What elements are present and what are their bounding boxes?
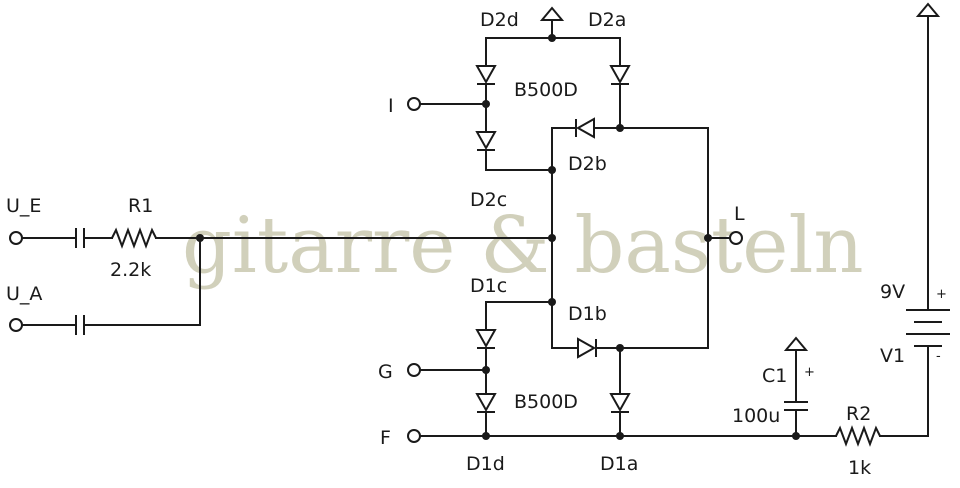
r2-value-label: 1k: [848, 457, 871, 479]
battery-voltage-label: 9V: [880, 281, 905, 303]
bridge-top-label: B500D: [514, 79, 578, 101]
d2a-label: D2a: [588, 9, 626, 31]
bridge-d2: [407, 6, 709, 171]
d2b-diode: [575, 117, 595, 139]
f-terminal[interactable]: [407, 429, 421, 443]
d1b-diode: [577, 337, 597, 359]
d1b-label: D1b: [568, 303, 607, 325]
u-a-label: U_A: [6, 283, 42, 305]
u-e-label: U_E: [6, 195, 41, 217]
d1d-label: D1d: [466, 453, 505, 475]
c1-value-label: 100u: [732, 405, 780, 427]
d2d-label: D2d: [480, 9, 519, 31]
bridge-d1: [407, 301, 837, 443]
c1-plus-label: +: [804, 365, 815, 380]
r1-resistor: [111, 227, 157, 249]
battery-minus-label: -: [936, 349, 941, 364]
d1c-diode: [475, 329, 497, 349]
u-a-terminal[interactable]: [9, 318, 23, 332]
f-label: F: [380, 427, 391, 449]
l-terminal[interactable]: [729, 231, 743, 245]
watermark: gitarre & basteln: [182, 201, 864, 291]
u-e-terminal[interactable]: [9, 231, 23, 245]
ground-symbol-battery: [915, 2, 941, 17]
l-label: L: [734, 203, 745, 225]
d1c-label: D1c: [470, 275, 507, 297]
ground-symbol-top: [539, 6, 565, 21]
center-bus: [548, 127, 743, 349]
d2a-diode: [609, 65, 631, 85]
d2c-label: D2c: [470, 189, 507, 211]
r2-resistor: [835, 425, 881, 447]
r1-label: R1: [128, 195, 153, 217]
input-u-a-line: [9, 237, 201, 335]
i-label: I: [388, 95, 394, 117]
c1-label: C1: [762, 365, 787, 387]
i-terminal[interactable]: [407, 97, 421, 111]
battery-plus-label: +: [936, 287, 947, 302]
g-label: G: [378, 361, 393, 383]
d2b-label: D2b: [568, 153, 607, 175]
r1-value-label: 2.2k: [110, 259, 151, 281]
r2-label: R2: [846, 403, 871, 425]
bridge-bottom-label: B500D: [514, 391, 578, 413]
ground-symbol-c1: [783, 336, 809, 351]
d1d-diode: [475, 393, 497, 413]
g-terminal[interactable]: [407, 363, 421, 377]
d2d-diode: [475, 65, 497, 85]
supply: [783, 2, 950, 447]
d2c-diode: [475, 131, 497, 151]
battery-label: V1: [880, 345, 905, 367]
d1a-label: D1a: [600, 453, 638, 475]
d1a-diode: [609, 393, 631, 413]
